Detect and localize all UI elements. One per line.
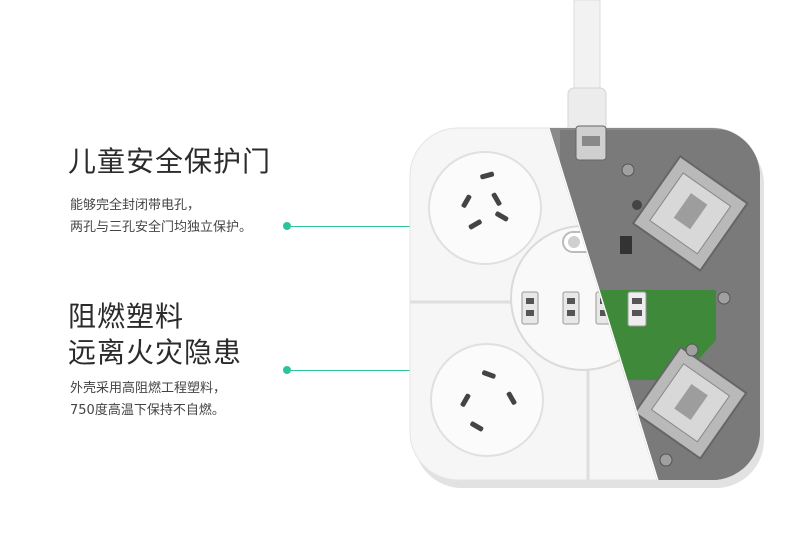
power-strip-image: [409, 0, 764, 488]
child-safety-callout-dot: [283, 222, 291, 230]
child-safety-title: 儿童安全保护门: [68, 145, 272, 178]
flame-retardant-callout-dot: [283, 366, 291, 374]
flame-retardant-title-line-2: 远离火灾隐患: [68, 336, 243, 369]
flame-retardant-title-line-1: 阻燃塑料: [68, 300, 185, 333]
flame-retardant-line-2: 750度高温下保持不自燃。: [70, 403, 225, 418]
socket-top-left: [428, 151, 542, 265]
child-safety-callout-line: [291, 226, 505, 227]
child-safety-line-1: 能够完全封闭带电孔，: [70, 198, 201, 213]
power-cord: [573, 0, 601, 91]
socket-bottom-left: [430, 343, 544, 457]
usb-ports: [521, 291, 613, 325]
internal-socket-bottom: [633, 345, 748, 460]
flame-retardant-callout-line: [291, 370, 436, 371]
internal-socket-top: [631, 154, 749, 272]
child-safety-line-2: 两孔与三孔安全门均独立保护。: [70, 220, 253, 235]
flame-retardant-line-1: 外壳采用高阻燃工程塑料，: [70, 381, 227, 396]
